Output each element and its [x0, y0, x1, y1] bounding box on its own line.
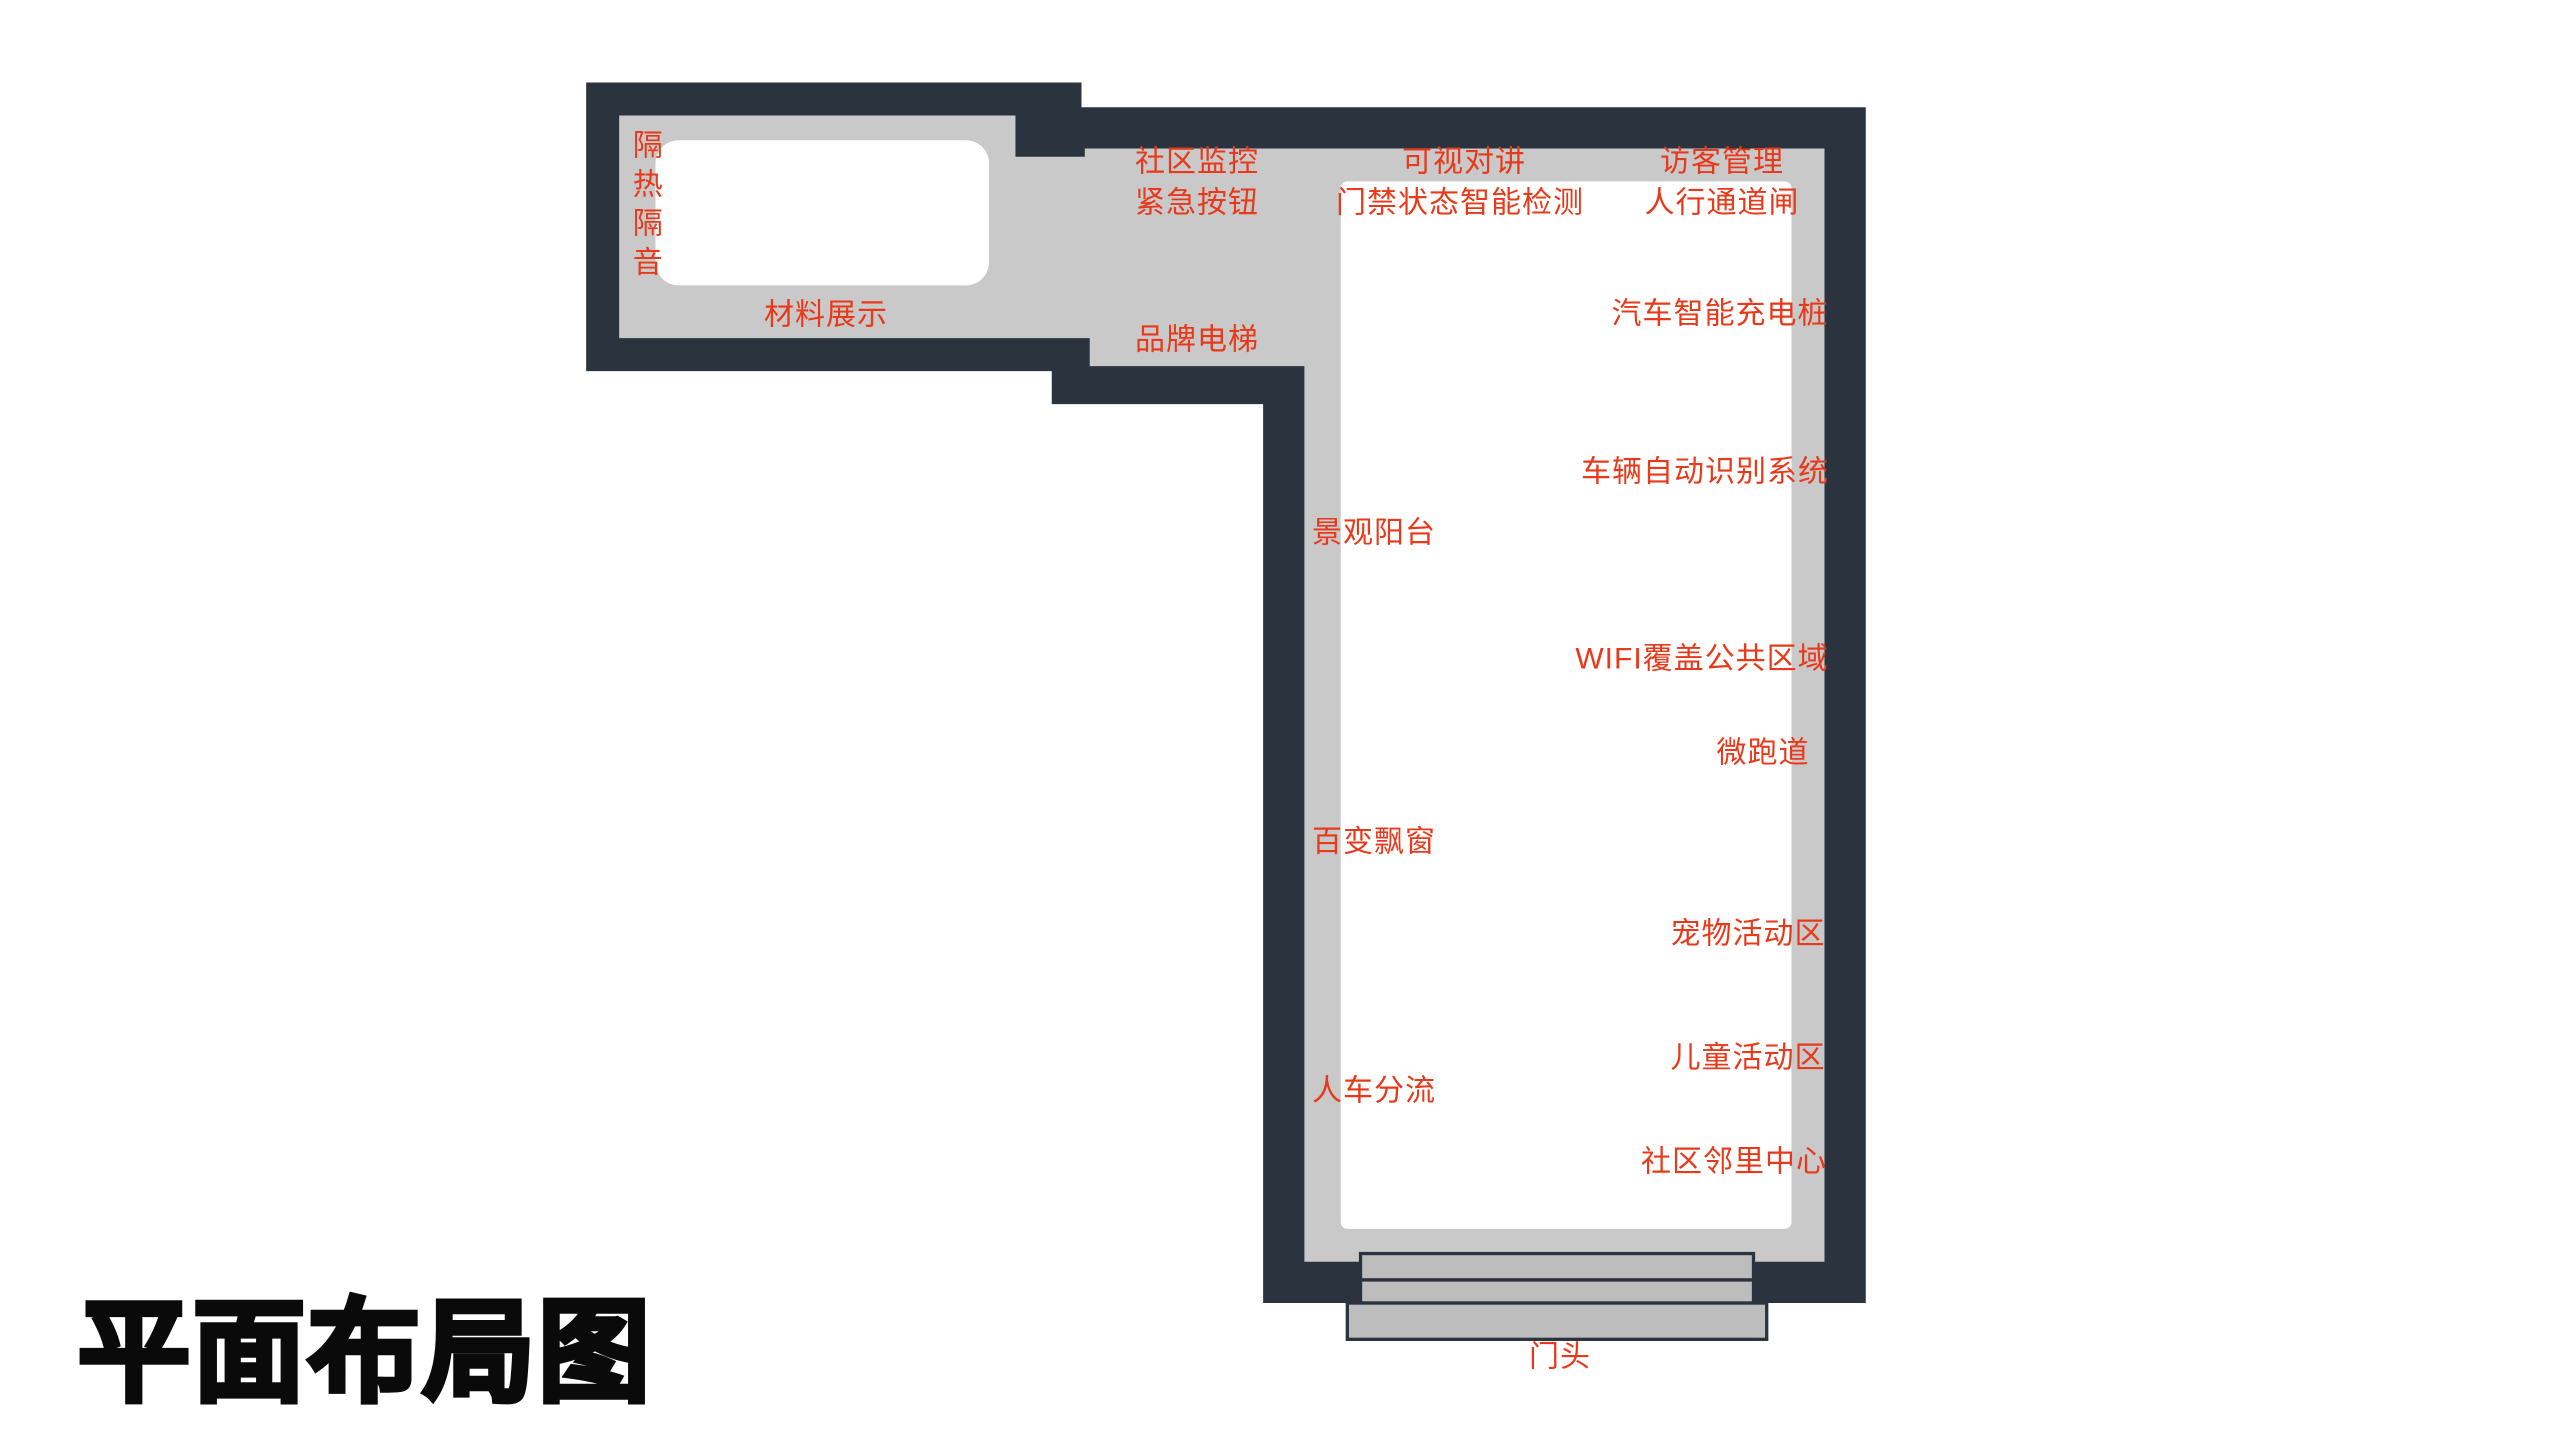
- main-hall-interior: [1340, 181, 1792, 1229]
- entrance-steps: [1345, 1251, 1769, 1341]
- label-entrance: 门头: [1529, 1340, 1591, 1374]
- entrance-step-bottom: [1345, 1301, 1769, 1341]
- label-pedestrian-gate: 人行通道闸: [1644, 186, 1800, 220]
- label-community-monitoring: 社区监控: [1135, 145, 1259, 179]
- label-micro-track: 微跑道: [1716, 736, 1810, 770]
- label-car-charging: 汽车智能充电桩: [1611, 297, 1829, 331]
- label-neighborhood-center: 社区邻里中心: [1641, 1145, 1827, 1179]
- label-children-area: 儿童活动区: [1670, 1041, 1826, 1075]
- label-material-display: 材料展示: [764, 298, 888, 332]
- label-vehicle-recognition: 车辆自动识别系统: [1581, 455, 1829, 489]
- label-landscape-balcony: 景观阳台: [1312, 516, 1436, 550]
- page-title: 平面布局图: [76, 1288, 653, 1418]
- label-brand-elevator: 品牌电梯: [1135, 323, 1259, 357]
- showroom-interior: [655, 140, 990, 286]
- label-traffic-separation: 人车分流: [1312, 1074, 1436, 1108]
- label-access-detection: 门禁状态智能检测: [1336, 186, 1584, 220]
- label-wifi-coverage: WIFI覆盖公共区域: [1575, 642, 1829, 676]
- entrance-step-top: [1358, 1251, 1756, 1282]
- label-pet-area: 宠物活动区: [1670, 917, 1826, 951]
- label-emergency-button: 紧急按钮: [1135, 186, 1259, 220]
- label-video-intercom: 可视对讲: [1402, 145, 1526, 179]
- label-insulation: 隔热隔音: [627, 129, 661, 285]
- label-visitor-management: 访客管理: [1660, 145, 1784, 179]
- entrance-step-middle: [1358, 1278, 1756, 1305]
- label-bay-window: 百变飘窗: [1312, 825, 1436, 859]
